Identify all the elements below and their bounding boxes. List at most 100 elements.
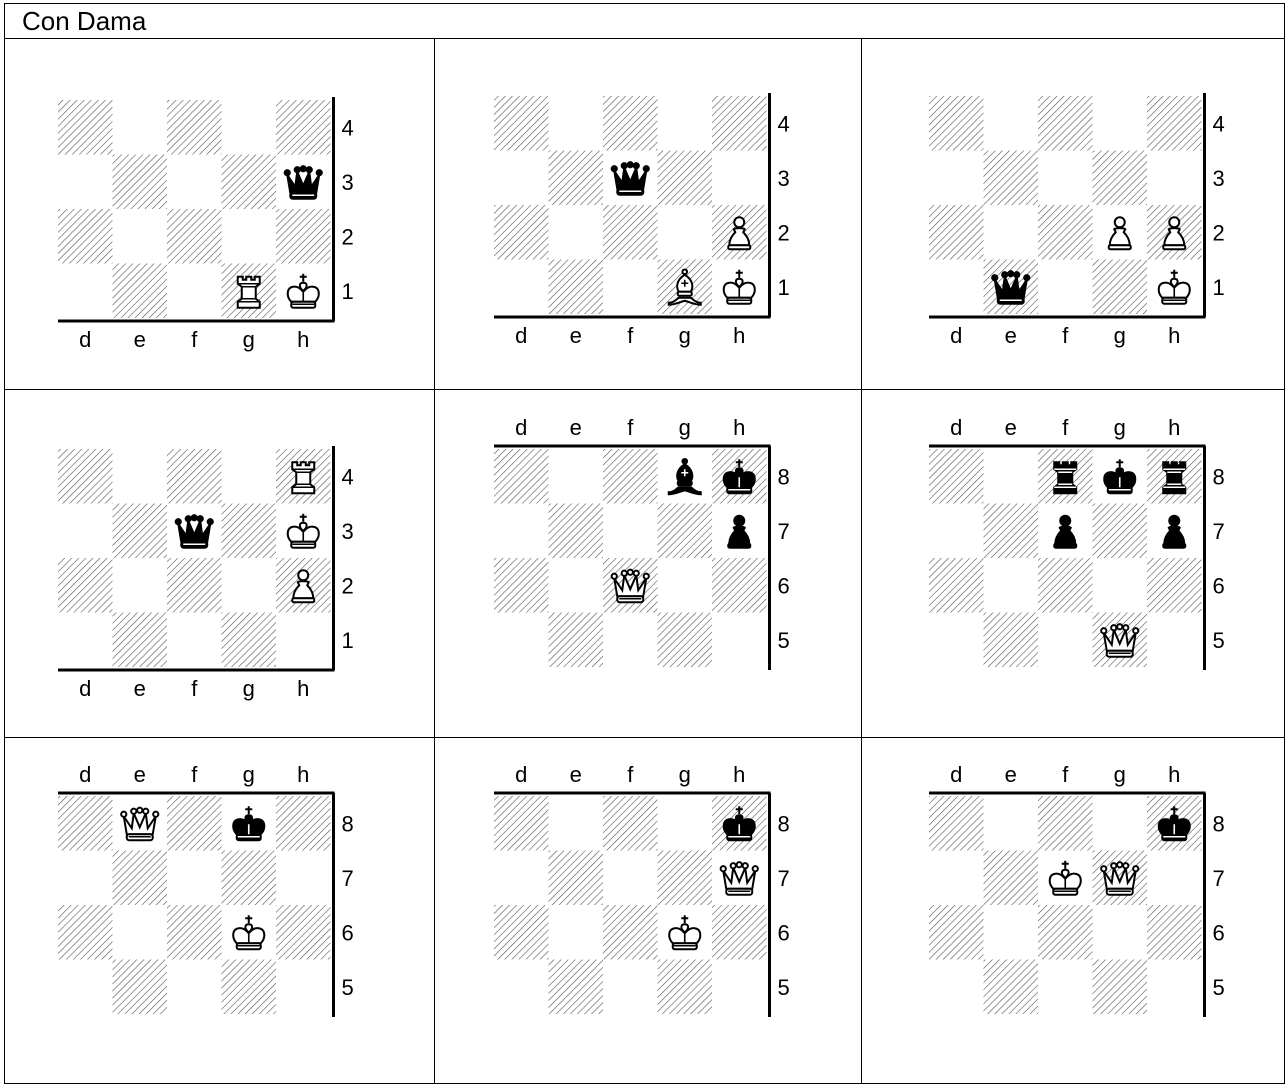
dark-square bbox=[929, 96, 984, 151]
rank-label: 1 bbox=[342, 628, 354, 653]
dark-square bbox=[549, 960, 604, 1015]
dark-square bbox=[494, 96, 549, 151]
dark-square bbox=[1038, 558, 1093, 613]
black-queen-icon bbox=[285, 166, 322, 199]
dark-square bbox=[984, 960, 1039, 1015]
dark-square bbox=[1093, 613, 1148, 668]
white-queen-icon bbox=[721, 862, 758, 895]
file-label: g bbox=[1114, 323, 1126, 348]
file-label: d bbox=[515, 415, 527, 440]
dark-square bbox=[603, 205, 658, 260]
dark-square bbox=[1038, 796, 1093, 851]
file-label: f bbox=[191, 762, 198, 787]
dark-square bbox=[113, 264, 168, 319]
file-label: d bbox=[950, 323, 962, 348]
rank-label: 6 bbox=[778, 573, 790, 598]
black-queen-icon bbox=[612, 162, 649, 195]
white-king-icon bbox=[1050, 861, 1081, 895]
dark-square bbox=[984, 260, 1039, 315]
rank-label: 8 bbox=[342, 811, 354, 836]
dark-square bbox=[658, 851, 713, 906]
file-label: e bbox=[1005, 323, 1017, 348]
file-label: f bbox=[627, 323, 634, 348]
file-label: d bbox=[79, 676, 91, 701]
file-label: h bbox=[1168, 323, 1180, 348]
rank-label: 2 bbox=[342, 573, 354, 598]
dark-square bbox=[1038, 905, 1093, 960]
dark-square bbox=[494, 205, 549, 260]
rank-label: 3 bbox=[342, 170, 354, 195]
dark-square bbox=[1147, 96, 1202, 151]
dark-square bbox=[984, 613, 1039, 668]
white-queen-icon bbox=[121, 808, 158, 841]
dark-square bbox=[222, 851, 277, 906]
rank-label: 8 bbox=[778, 811, 790, 836]
dark-square bbox=[603, 96, 658, 151]
dark-square bbox=[1093, 260, 1148, 315]
dark-square bbox=[167, 905, 222, 960]
rank-label: 5 bbox=[342, 975, 354, 1000]
file-label: d bbox=[515, 323, 527, 348]
file-label: h bbox=[733, 323, 745, 348]
file-label: e bbox=[1005, 762, 1017, 787]
file-label: g bbox=[1114, 415, 1126, 440]
chess-diagram-7: defgh8765 bbox=[58, 762, 354, 1017]
rank-label: 5 bbox=[1213, 628, 1225, 653]
dark-square bbox=[113, 851, 168, 906]
dark-square bbox=[1038, 96, 1093, 151]
file-label: g bbox=[1114, 762, 1126, 787]
file-label: g bbox=[679, 415, 691, 440]
rank-label: 6 bbox=[342, 920, 354, 945]
dark-square bbox=[712, 96, 767, 151]
dark-square bbox=[494, 449, 549, 504]
dark-square bbox=[658, 960, 713, 1015]
dark-square bbox=[658, 613, 713, 668]
rank-label: 1 bbox=[1213, 275, 1225, 300]
file-label: f bbox=[191, 327, 198, 352]
file-label: h bbox=[733, 762, 745, 787]
dark-square bbox=[276, 796, 331, 851]
white-pawn-icon bbox=[1109, 217, 1131, 249]
white-king-icon bbox=[288, 274, 319, 308]
file-label: e bbox=[1005, 415, 1017, 440]
file-label: h bbox=[1168, 415, 1180, 440]
rank-label: 7 bbox=[778, 866, 790, 891]
rank-label: 4 bbox=[342, 115, 354, 140]
black-bishop-icon bbox=[669, 459, 701, 494]
dark-square bbox=[1147, 558, 1202, 613]
file-label: d bbox=[79, 762, 91, 787]
rank-label: 3 bbox=[342, 519, 354, 544]
dark-square bbox=[549, 151, 604, 206]
file-label: d bbox=[515, 762, 527, 787]
dark-square bbox=[929, 558, 984, 613]
file-label: e bbox=[570, 323, 582, 348]
rank-label: 5 bbox=[778, 628, 790, 653]
dark-square bbox=[1093, 151, 1148, 206]
file-label: g bbox=[679, 762, 691, 787]
dark-square bbox=[658, 151, 713, 206]
rank-label: 1 bbox=[778, 275, 790, 300]
dark-square bbox=[494, 905, 549, 960]
dark-square bbox=[113, 155, 168, 210]
dark-square bbox=[984, 504, 1039, 559]
dark-square bbox=[603, 449, 658, 504]
rank-label: 8 bbox=[778, 464, 790, 489]
dark-square bbox=[984, 851, 1039, 906]
dark-square bbox=[549, 260, 604, 315]
file-label: d bbox=[950, 762, 962, 787]
dark-square bbox=[1147, 905, 1202, 960]
file-label: e bbox=[134, 676, 146, 701]
file-label: f bbox=[627, 762, 634, 787]
rank-label: 6 bbox=[1213, 573, 1225, 598]
dark-square bbox=[276, 100, 331, 155]
chess-diagram-8: defgh8765 bbox=[494, 762, 790, 1017]
file-label: f bbox=[1062, 762, 1069, 787]
rank-label: 6 bbox=[778, 920, 790, 945]
rank-label: 7 bbox=[1213, 519, 1225, 544]
rank-label: 3 bbox=[1213, 166, 1225, 191]
file-label: h bbox=[733, 415, 745, 440]
file-label: f bbox=[191, 676, 198, 701]
